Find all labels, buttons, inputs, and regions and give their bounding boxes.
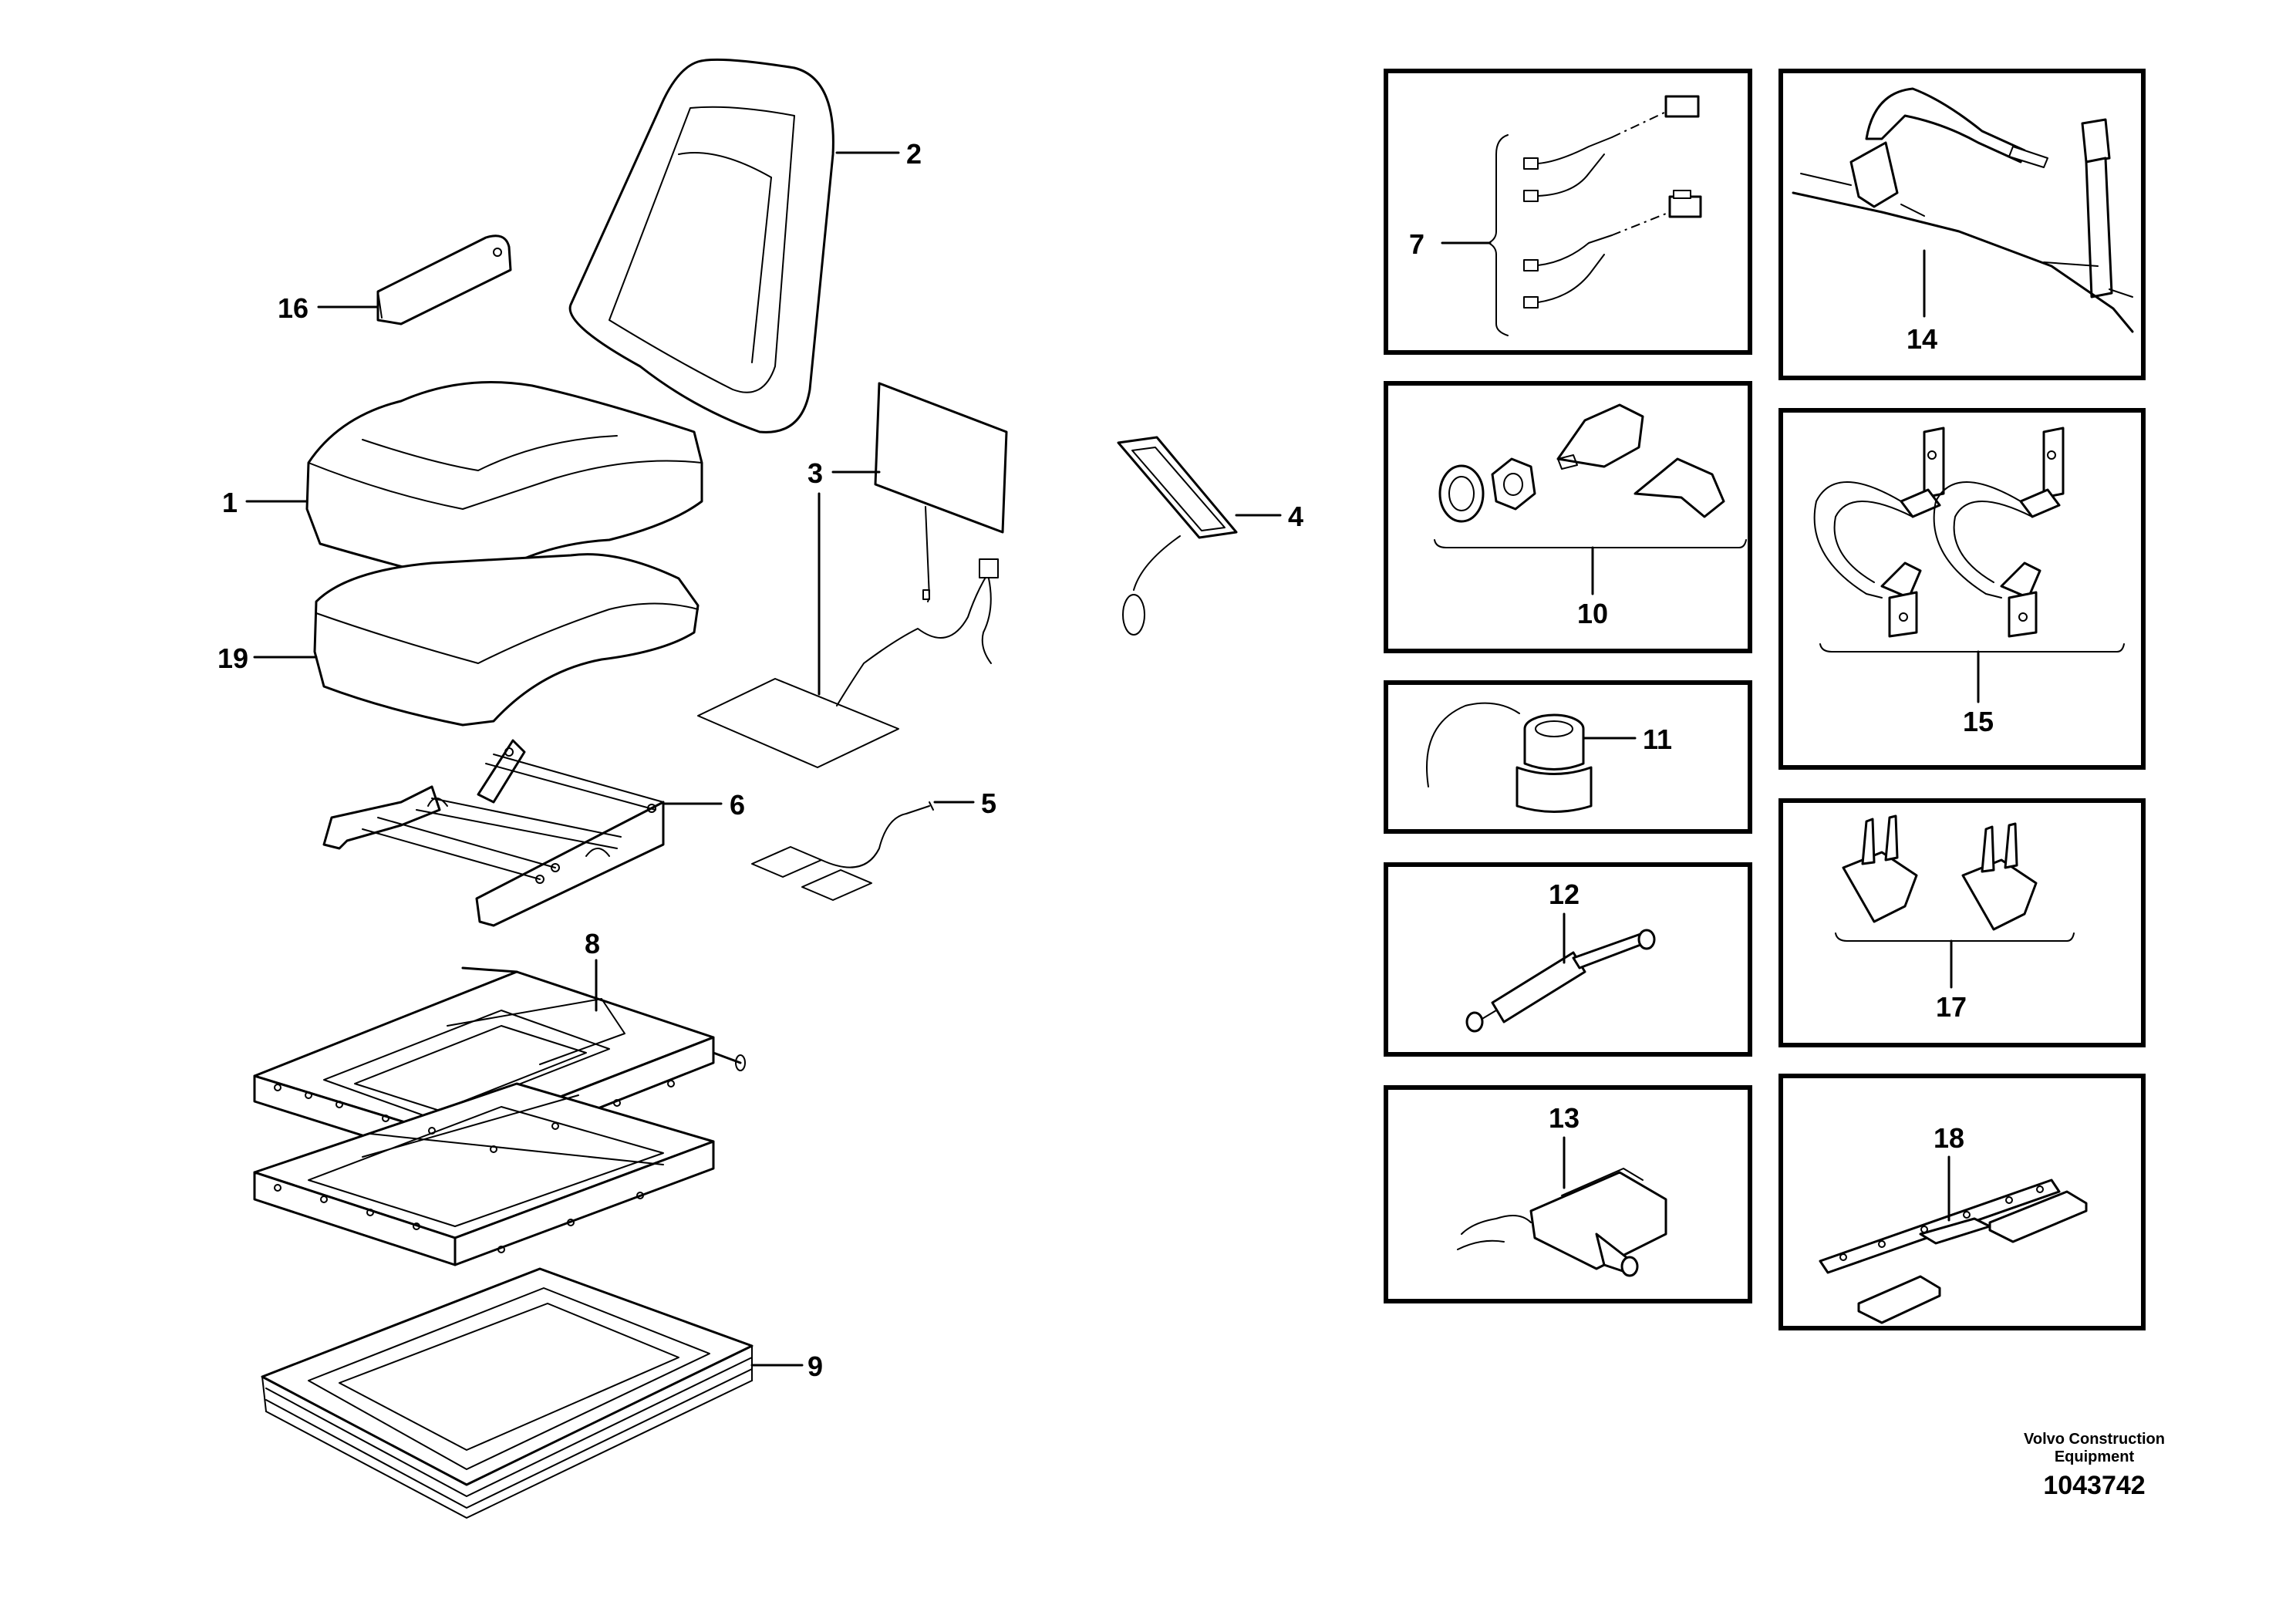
kit-box-13 (1384, 1085, 1752, 1303)
callout-18: 18 (1934, 1122, 1964, 1154)
harness-part (1488, 95, 1702, 336)
callout-2: 2 (906, 138, 922, 170)
brand-line-2: Equipment (2054, 1448, 2135, 1465)
kit-box-7 (1384, 69, 1752, 355)
seat-switch-part (751, 801, 934, 901)
callout-17: 17 (1936, 991, 1967, 1023)
actuator-part (1457, 1168, 1667, 1277)
connector-part (1426, 702, 1593, 813)
armrest-part (376, 234, 512, 325)
callout-10: 10 (1577, 598, 1608, 629)
backrest-part (568, 58, 834, 433)
bellows-part (261, 1267, 754, 1519)
kit-box-11 (1384, 680, 1752, 834)
strap-part (1813, 427, 2065, 638)
callout-16: 16 (278, 292, 308, 324)
callout-13: 13 (1549, 1102, 1580, 1134)
seat-foam-part (313, 553, 700, 727)
kit-box-14 (1778, 69, 2146, 380)
seat-belt-part (1792, 87, 2134, 333)
gas-spring-part (1465, 929, 1656, 1033)
callout-9: 9 (807, 1351, 823, 1382)
kit-box-17 (1778, 798, 2146, 1047)
callout-19: 19 (217, 642, 248, 674)
kit-box-10 (1384, 381, 1752, 653)
hardware-kit-part (1438, 403, 1725, 523)
slide-rails-part (322, 739, 665, 927)
seat-cushion-part (305, 381, 703, 584)
brand-line-1: Volvo Construction (2024, 1431, 2165, 1448)
kit-box-15 (1778, 408, 2146, 770)
title-block: Volvo Construction Equipment 1043742 (2024, 1431, 2165, 1501)
drawing-number: 1043742 (2043, 1471, 2146, 1500)
callout-3: 3 (807, 457, 823, 489)
callout-4: 4 (1288, 501, 1303, 532)
callout-14: 14 (1907, 323, 1937, 355)
kit-box-18 (1778, 1074, 2146, 1330)
callout-5: 5 (981, 787, 996, 819)
callout-1: 1 (222, 487, 238, 518)
callout-15: 15 (1963, 706, 1994, 737)
bumper-part (1842, 814, 2038, 931)
callout-11: 11 (1643, 723, 1672, 755)
callout-6: 6 (730, 789, 745, 821)
slide-bar-part (1819, 1179, 2088, 1324)
heating-pad-part (697, 382, 1008, 768)
callout-8: 8 (585, 928, 600, 959)
callout-12: 12 (1549, 878, 1580, 910)
kit-box-12 (1384, 862, 1752, 1057)
label-part (1117, 436, 1238, 636)
suspension-frame-part (253, 966, 746, 1266)
callout-7: 7 (1409, 228, 1424, 260)
